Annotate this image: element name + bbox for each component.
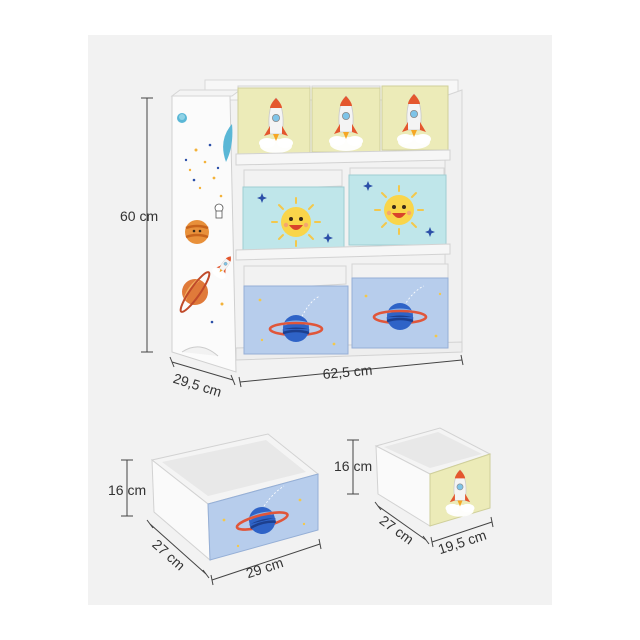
shelf-height-label: 60 cm — [120, 208, 159, 224]
middle-row-bins — [242, 167, 447, 251]
shelf-dimension-lines — [141, 97, 464, 388]
side-panel-decoration — [177, 113, 238, 324]
small-box-dimension-lines — [347, 439, 494, 548]
toy-organizer-shelf — [170, 79, 463, 373]
top-row-bins — [237, 85, 449, 155]
small-box-height-label: 16 cm — [334, 458, 373, 474]
small-storage-box — [374, 427, 492, 527]
large-box-height-label: 16 cm — [108, 482, 147, 498]
large-box-dimension-lines — [121, 459, 322, 586]
large-storage-box — [150, 433, 320, 562]
bottom-row-bins — [243, 263, 449, 355]
astronaut-icon — [214, 203, 224, 219]
